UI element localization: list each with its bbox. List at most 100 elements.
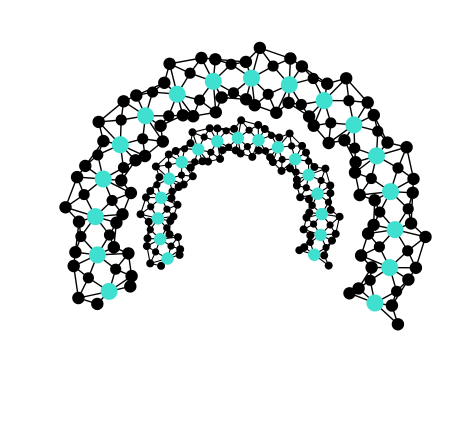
outer-node — [391, 318, 405, 331]
outer-node — [284, 52, 297, 65]
inner-node — [324, 198, 333, 206]
outer-node — [163, 57, 176, 70]
inner-node — [207, 148, 215, 156]
outer-node — [372, 125, 384, 137]
outer-node — [354, 249, 368, 262]
inner-node — [328, 236, 336, 245]
inner-node — [143, 234, 152, 243]
inner-node — [300, 243, 309, 252]
inner-node — [326, 205, 335, 214]
inner-hub-node — [311, 187, 324, 200]
inner-node — [191, 158, 199, 166]
inner-node — [164, 161, 172, 169]
outer-node — [321, 77, 334, 90]
inner-node — [237, 116, 246, 125]
inner-hub-node — [288, 153, 302, 166]
outer-node — [97, 134, 110, 148]
outer-hub-node — [137, 107, 154, 125]
inner-node — [285, 129, 294, 138]
outer-hub-node — [382, 183, 399, 201]
outer-node — [154, 119, 167, 132]
inner-node — [335, 212, 344, 221]
outer-node — [107, 241, 121, 254]
inner-node — [245, 126, 253, 134]
inner-node — [153, 181, 161, 189]
outer-node — [353, 188, 366, 202]
outer-node — [402, 245, 414, 257]
inner-node — [278, 155, 286, 164]
node-layer — [59, 41, 432, 331]
inner-node — [175, 250, 184, 259]
outer-node — [343, 287, 356, 300]
outer-node — [227, 87, 240, 99]
inner-node — [205, 124, 214, 133]
outer-node — [404, 217, 418, 230]
outer-node — [122, 247, 135, 260]
outer-node — [78, 189, 90, 201]
outer-node — [209, 53, 222, 66]
inner-hub-node — [192, 143, 205, 156]
outer-node — [75, 230, 87, 243]
outer-node — [307, 119, 320, 132]
outer-node — [72, 291, 85, 305]
inner-node — [331, 229, 340, 238]
inner-hub-node — [151, 212, 165, 225]
inner-node — [266, 153, 275, 162]
outer-node — [402, 203, 414, 215]
outer-node — [365, 172, 377, 185]
outer-node — [365, 261, 378, 274]
outer-node — [295, 60, 309, 73]
outer-node — [69, 246, 82, 259]
outer-node — [130, 89, 143, 102]
inner-node — [146, 226, 154, 234]
outer-node — [91, 297, 104, 311]
outer-node — [129, 154, 142, 167]
outer-node — [59, 201, 72, 214]
outer-node — [253, 41, 266, 55]
outer-node — [367, 108, 380, 122]
inner-node — [177, 171, 186, 179]
outer-node — [106, 194, 118, 206]
inner-node — [188, 172, 197, 181]
outer-node — [92, 115, 105, 129]
inner-hub-node — [252, 133, 265, 147]
inner-node — [292, 168, 300, 176]
inner-node — [260, 125, 269, 133]
outer-hub-node — [204, 72, 222, 90]
outer-hub-node — [366, 294, 384, 312]
inner-node — [144, 217, 153, 226]
outer-node — [82, 272, 94, 284]
inner-node — [326, 221, 334, 229]
inner-node — [222, 127, 230, 135]
inner-node — [171, 147, 180, 155]
inner-node — [204, 157, 213, 166]
inner-node — [310, 220, 318, 228]
outer-node — [391, 285, 403, 297]
outer-node — [262, 88, 274, 100]
outer-node — [103, 229, 116, 241]
outer-node — [195, 51, 208, 65]
outer-node — [340, 72, 353, 85]
outer-node — [419, 230, 432, 244]
outer-node — [92, 149, 104, 161]
inner-hub-node — [231, 131, 245, 145]
inner-node — [155, 173, 164, 182]
inner-hub-node — [271, 141, 285, 154]
inner-node — [151, 162, 160, 171]
outer-node — [147, 86, 159, 98]
outer-node — [352, 282, 365, 295]
inner-node — [320, 251, 329, 260]
outer-node — [239, 93, 253, 106]
inner-node — [267, 131, 275, 139]
inner-node — [200, 133, 208, 141]
inner-node — [326, 189, 335, 198]
outer-hub-node — [88, 246, 106, 264]
inner-node — [288, 142, 296, 150]
inner-hub-node — [211, 135, 224, 148]
inner-node — [321, 164, 330, 173]
inner-node — [305, 157, 313, 165]
outer-node — [72, 215, 86, 228]
outer-hub-node — [386, 221, 404, 239]
inner-node — [186, 139, 195, 148]
inner-node — [174, 233, 182, 242]
